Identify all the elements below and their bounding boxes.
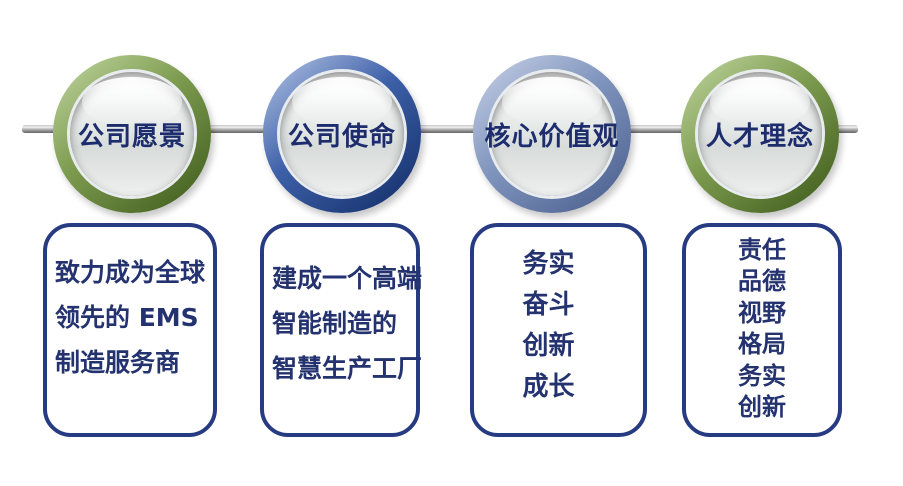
circle-talent-philosophy: 人才理念 [681,55,839,213]
circle-disc [280,72,404,196]
box-line: 奋斗 [522,290,575,320]
box-company-vision: 致力成为全球 领先的 EMS 制造服务商 [43,223,217,437]
circle-disc [698,72,822,196]
circle-label-talent-philosophy: 人才理念 [705,121,814,152]
box-line: 创新 [738,393,786,421]
box-line: 品德 [738,267,786,295]
box-talent-philosophy: 责任 品德 视野 格局 务实 创新 [682,223,842,437]
circle-company-vision: 公司愿景 [53,55,211,213]
circle-core-values: 核心价值观 [473,55,631,213]
box-line: 建成一个高端 [272,263,423,293]
box-line: 成长 [522,372,575,402]
circle-disc [490,72,614,196]
box-line: 务实 [522,249,575,279]
box-line: 格局 [738,330,786,358]
box-line: 领先的 EMS [55,302,199,332]
circle-label-core-values: 核心价值观 [484,121,620,152]
timeline-bar [22,125,858,133]
circle-disc [70,72,194,196]
circle-label-company-mission: 公司使命 [287,121,396,152]
box-company-mission: 建成一个高端 智能制造的 智慧生产工厂 [260,223,423,437]
box-line: 务实 [738,361,786,390]
box-line: 创新 [522,331,575,361]
circle-label-company-vision: 公司愿景 [77,121,186,152]
box-line: 智能制造的 [272,308,398,338]
box-line: 责任 [738,235,786,264]
box-line: 视野 [738,298,786,327]
box-line: 致力成为全球 [55,257,206,287]
box-line: 制造服务商 [55,347,181,377]
box-core-values: 务实 奋斗 创新 成长 [470,223,647,437]
circle-company-mission: 公司使命 [263,55,421,213]
box-line: 智慧生产工厂 [272,353,423,383]
